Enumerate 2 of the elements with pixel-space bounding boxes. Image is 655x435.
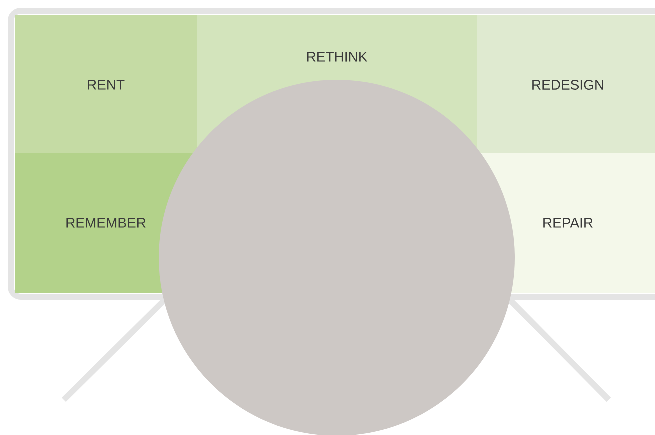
grid-cell: REDESIGN [477, 15, 655, 153]
grid-cell: RENT [15, 15, 197, 153]
